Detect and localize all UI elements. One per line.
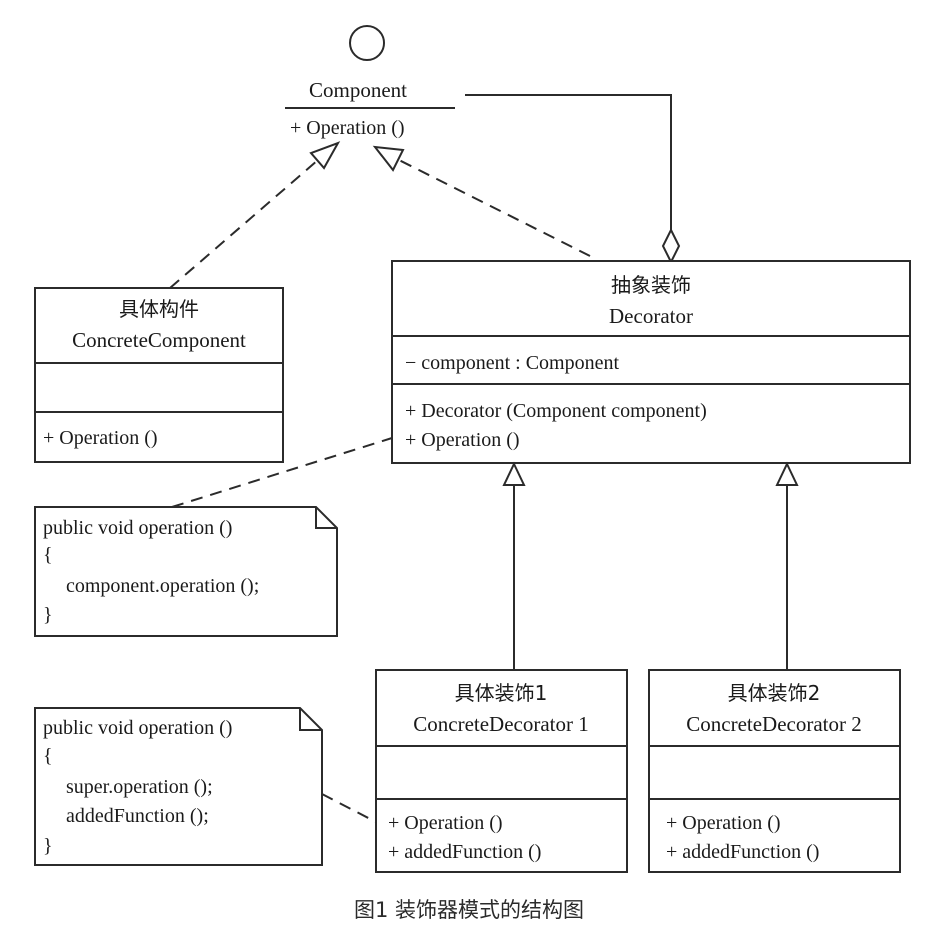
note-connector-concrete-decorator: [321, 793, 377, 823]
concrete-decorator-2-box: [648, 669, 901, 873]
realization-concrete-component: [169, 159, 319, 289]
decorator-box: [391, 260, 911, 464]
concrete-decorator-2-name-en: ConcreteDecorator 2: [686, 712, 862, 736]
concrete-component-box: [34, 287, 284, 463]
decorator-method: + Operation (): [405, 429, 520, 451]
concrete-decorator-2-name-cn: 具体装饰2: [728, 681, 821, 705]
concrete-decorator-1-method: + addedFunction (): [388, 841, 541, 863]
realization-decorator: [394, 157, 591, 257]
note-2-fold-icon: [299, 708, 322, 731]
concrete-decorator-1-box: [375, 669, 628, 873]
interface-lollipop-icon: [349, 25, 385, 61]
concrete-decorator-2-method: + addedFunction (): [666, 841, 819, 863]
aggregation-line: [465, 94, 672, 230]
decorator-class: 抽象装饰 Decorator − component : Component +…: [391, 260, 911, 464]
note-1-line: public void operation (): [43, 517, 232, 539]
note-2-line: addedFunction ();: [66, 805, 209, 827]
note-decorator-operation: public void operation () { component.ope…: [34, 506, 338, 637]
component-operation: + Operation (): [290, 117, 405, 139]
component-interface: Component + Operation (): [285, 25, 455, 139]
note-1-line: component.operation ();: [66, 575, 259, 597]
decorator-name-cn: 抽象装饰: [611, 273, 691, 297]
concrete-decorator-1-method: + Operation (): [388, 812, 503, 834]
concrete-component-class: 具体构件 ConcreteComponent + Operation (): [34, 287, 284, 463]
concrete-decorator-1-name-cn: 具体装饰1: [455, 681, 548, 705]
note-2-line: {: [43, 745, 53, 767]
generalization-arrowhead-1-icon: [502, 461, 526, 486]
component-name: Component: [309, 78, 407, 102]
figure-caption: 图1 装饰器模式的结构图: [354, 898, 584, 922]
generalization-arrowhead-2-icon: [775, 461, 799, 486]
note-1-line: {: [43, 544, 53, 566]
concrete-decorator-2-method: + Operation (): [666, 812, 781, 834]
realization-arrowhead-1-icon: [309, 141, 341, 170]
note-concrete-decorator-operation: public void operation () { super.operati…: [34, 707, 323, 866]
concrete-decorator-2-class: 具体装饰2 ConcreteDecorator 2 + Operation ()…: [648, 669, 901, 873]
concrete-component-operation: + Operation (): [43, 427, 158, 449]
decorator-name-en: Decorator: [609, 304, 693, 328]
realization-arrowhead-2-icon: [372, 145, 405, 172]
note-2-line: public void operation (): [43, 717, 232, 739]
concrete-component-name-cn: 具体构件: [119, 297, 199, 321]
note-1-fold-icon: [315, 507, 337, 529]
note-2-line: }: [43, 835, 53, 857]
note-2-box: [34, 707, 323, 866]
concrete-component-name-en: ConcreteComponent: [72, 328, 246, 352]
note-1-box: [34, 506, 338, 637]
decorator-method: + Decorator (Component component): [405, 400, 707, 422]
concrete-decorator-1-class: 具体装饰1 ConcreteDecorator 1 + Operation ()…: [375, 669, 628, 873]
aggregation-diamond-icon: [661, 227, 681, 265]
note-2-line: super.operation ();: [66, 776, 213, 798]
concrete-decorator-1-name-en: ConcreteDecorator 1: [413, 712, 589, 736]
decorator-attribute: − component : Component: [405, 352, 619, 374]
note-1-line: }: [43, 604, 53, 626]
